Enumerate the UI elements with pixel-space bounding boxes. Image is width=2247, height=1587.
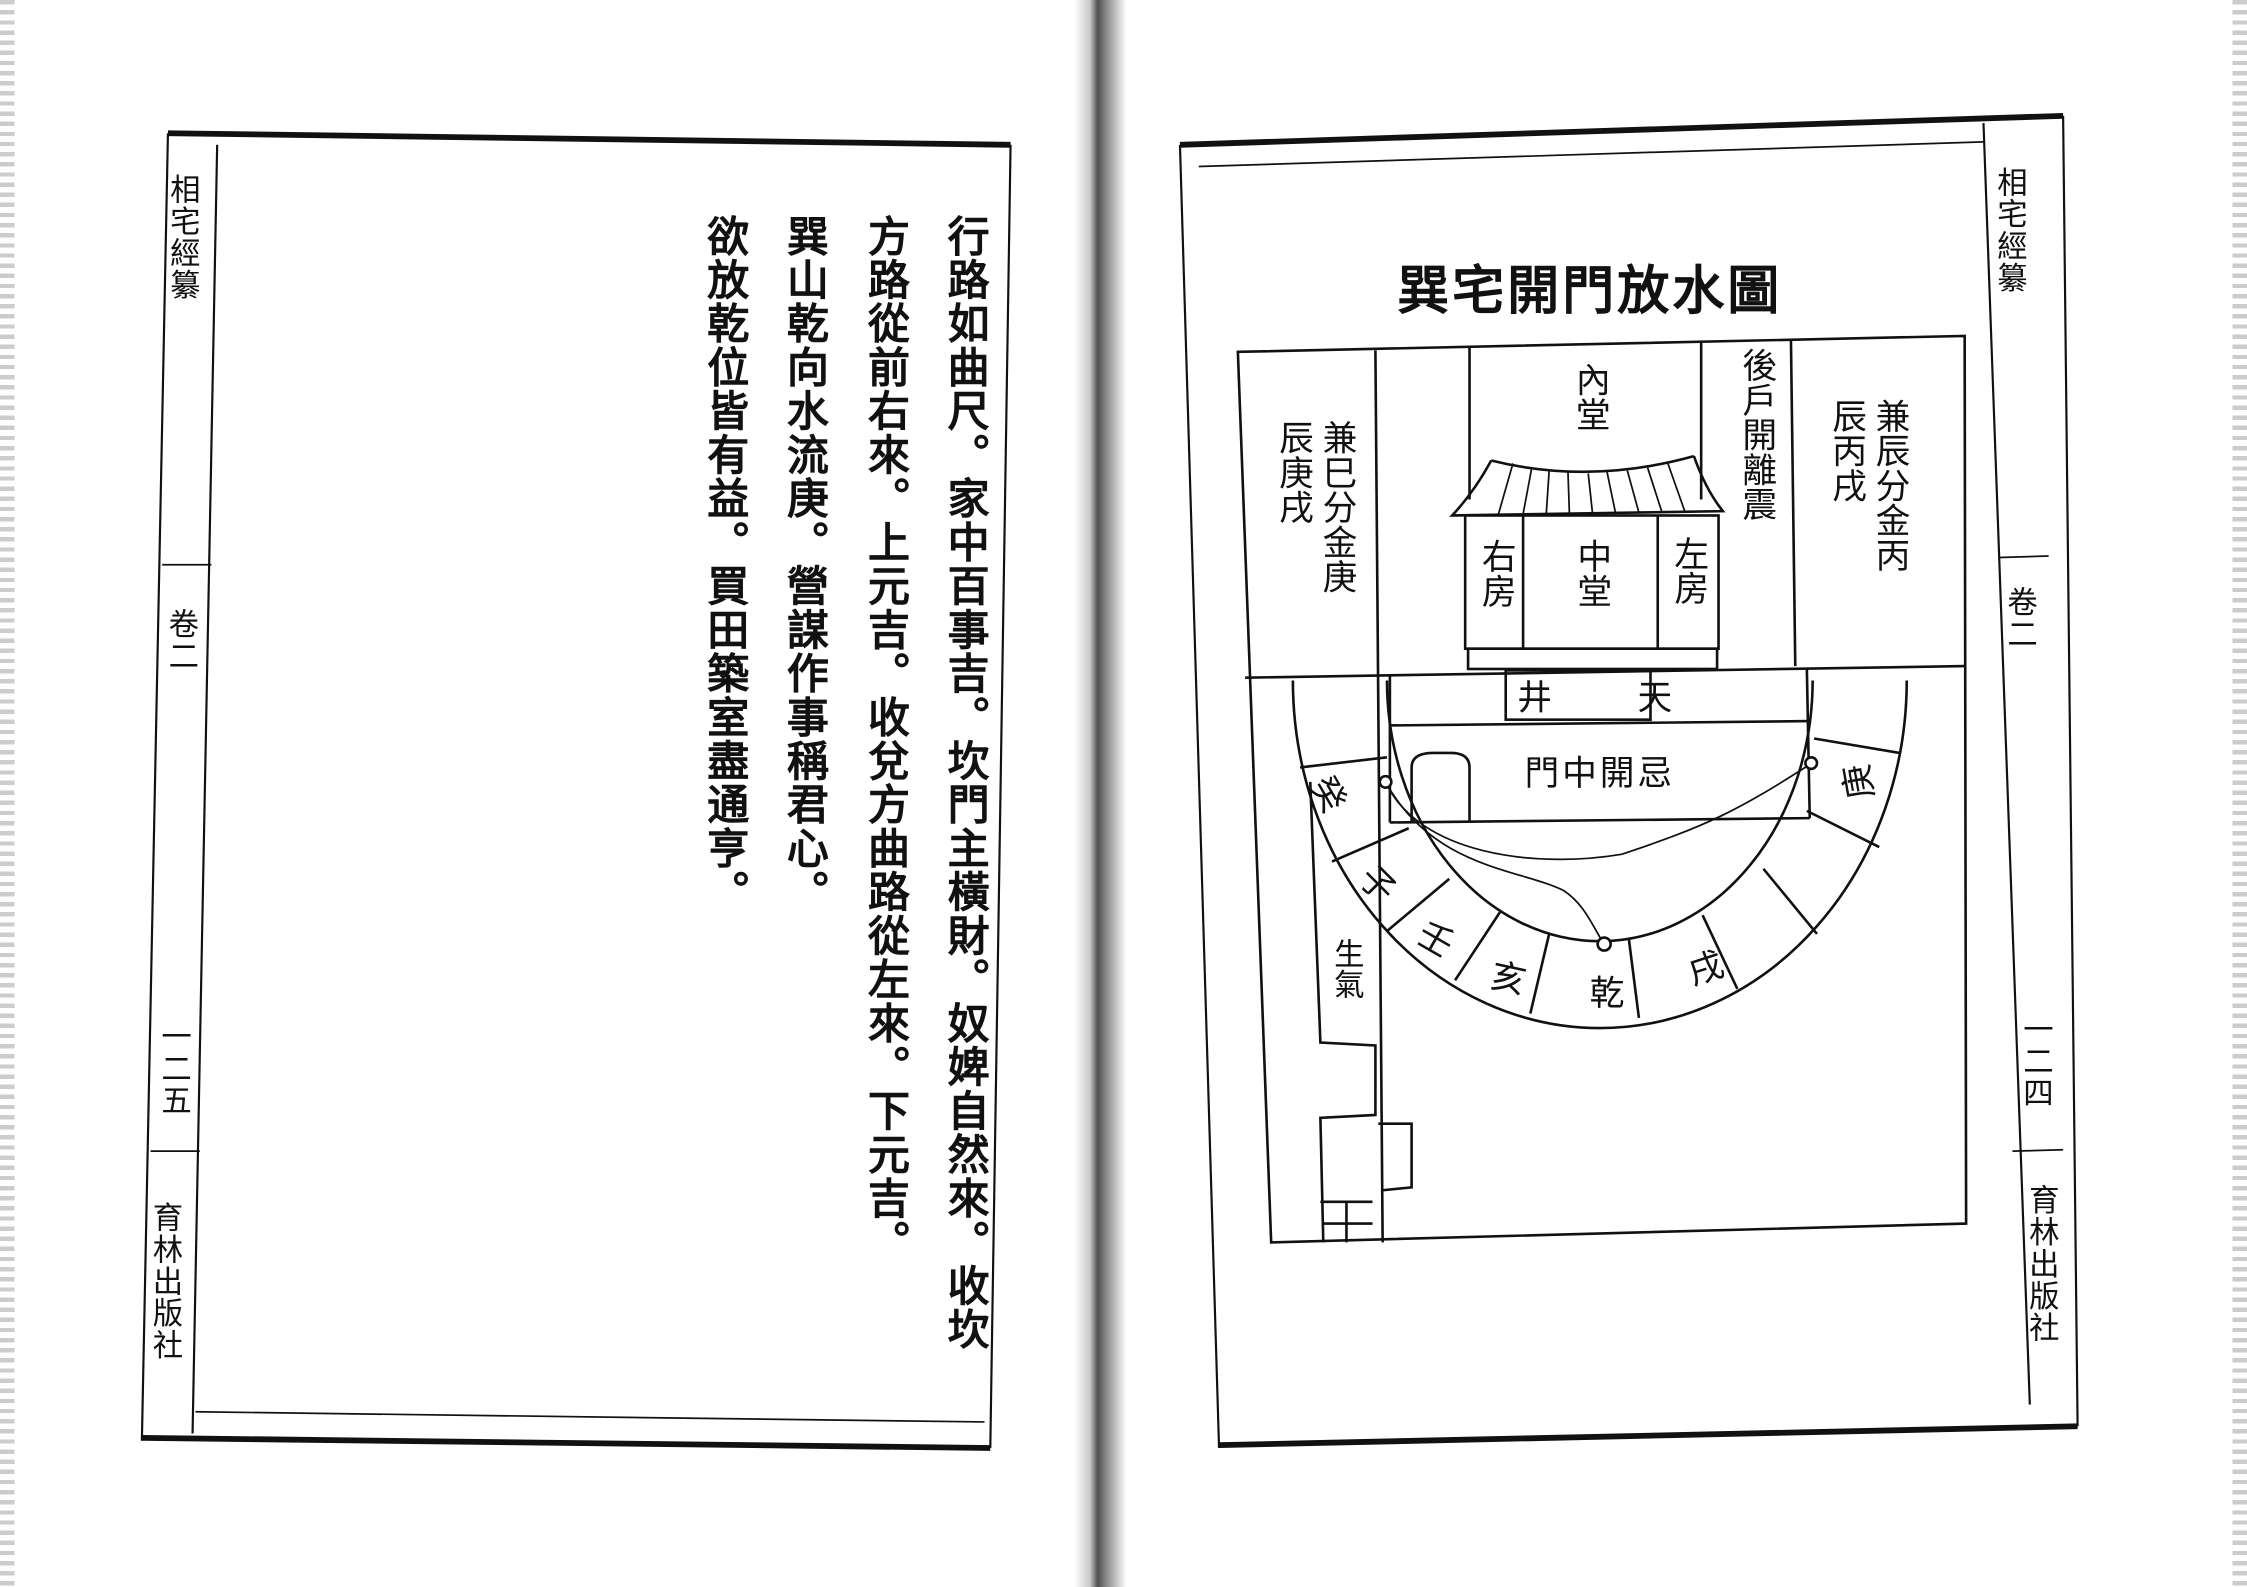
ring-outer bbox=[1291, 680, 1909, 1030]
right-book-title: 相宅經纂 bbox=[1993, 166, 2029, 294]
small-door bbox=[1410, 751, 1471, 823]
right-publisher: 育林出版社 bbox=[2025, 1184, 2061, 1344]
left-book-title: 相宅經纂 bbox=[166, 173, 202, 302]
sector-hai: 亥 bbox=[1487, 956, 1529, 1002]
label-right-chamber: 右房 bbox=[1475, 538, 1516, 609]
sector-gui: 癸 bbox=[1301, 769, 1353, 819]
left-volume: 卷二 bbox=[165, 608, 200, 672]
sector-geng: 庚 bbox=[1837, 761, 1882, 802]
body-column-2: 方路從前右來。上元吉。收兌方曲路從左來。下元吉。 bbox=[861, 214, 911, 1264]
courtyard-label-sky: 天 bbox=[1637, 679, 1672, 719]
label-left-room: 兼巳分金庚辰庚戌 bbox=[1272, 419, 1357, 594]
label-vital-qi: 生氣 bbox=[1330, 938, 1366, 1000]
label-left-chamber: 左房 bbox=[1667, 535, 1709, 606]
diagram-title: 巽宅開門放水圖 bbox=[1397, 262, 1783, 322]
left-page-number: 一二五 bbox=[157, 1020, 193, 1117]
body-column-1: 行路如曲尺。家中百事吉。坎門主橫財。奴婢自然來。收坎 bbox=[941, 214, 991, 1352]
label-right-room: 兼辰分金丙辰丙戌 bbox=[1825, 398, 1910, 572]
courtyard-box bbox=[1504, 669, 1652, 721]
courtyard-label-well: 井 bbox=[1517, 679, 1552, 719]
sector-ren: 壬 bbox=[1410, 914, 1460, 966]
site-outline bbox=[1236, 334, 1968, 1244]
label-middle-hall: 中堂 bbox=[1570, 538, 1612, 609]
body-column-4: 欲放乾位皆有益。買田築室盡通亨。 bbox=[700, 214, 750, 914]
label-back-door: 後戶開離震 bbox=[1735, 347, 1777, 522]
page-edge-left bbox=[0, 0, 15, 1587]
book-gutter bbox=[1074, 0, 1127, 1587]
sector-zi: 子 bbox=[1350, 858, 1403, 911]
left-publisher: 育林出版社 bbox=[149, 1201, 184, 1362]
roof-curve bbox=[1490, 454, 1695, 474]
label-inner-hall: 內堂 bbox=[1569, 362, 1610, 432]
right-volume: 卷二 bbox=[2003, 586, 2039, 651]
sector-xu: 戌 bbox=[1683, 945, 1728, 994]
sector-qian: 乾 bbox=[1590, 974, 1625, 1014]
door-note: 門中開忌 bbox=[1525, 754, 1676, 794]
page-edge-right bbox=[2232, 0, 2247, 1587]
right-page-number: 一二四 bbox=[2019, 1013, 2055, 1110]
body-column-3: 巽山乾向水流庚。營謀作事稱君心。 bbox=[780, 214, 830, 914]
